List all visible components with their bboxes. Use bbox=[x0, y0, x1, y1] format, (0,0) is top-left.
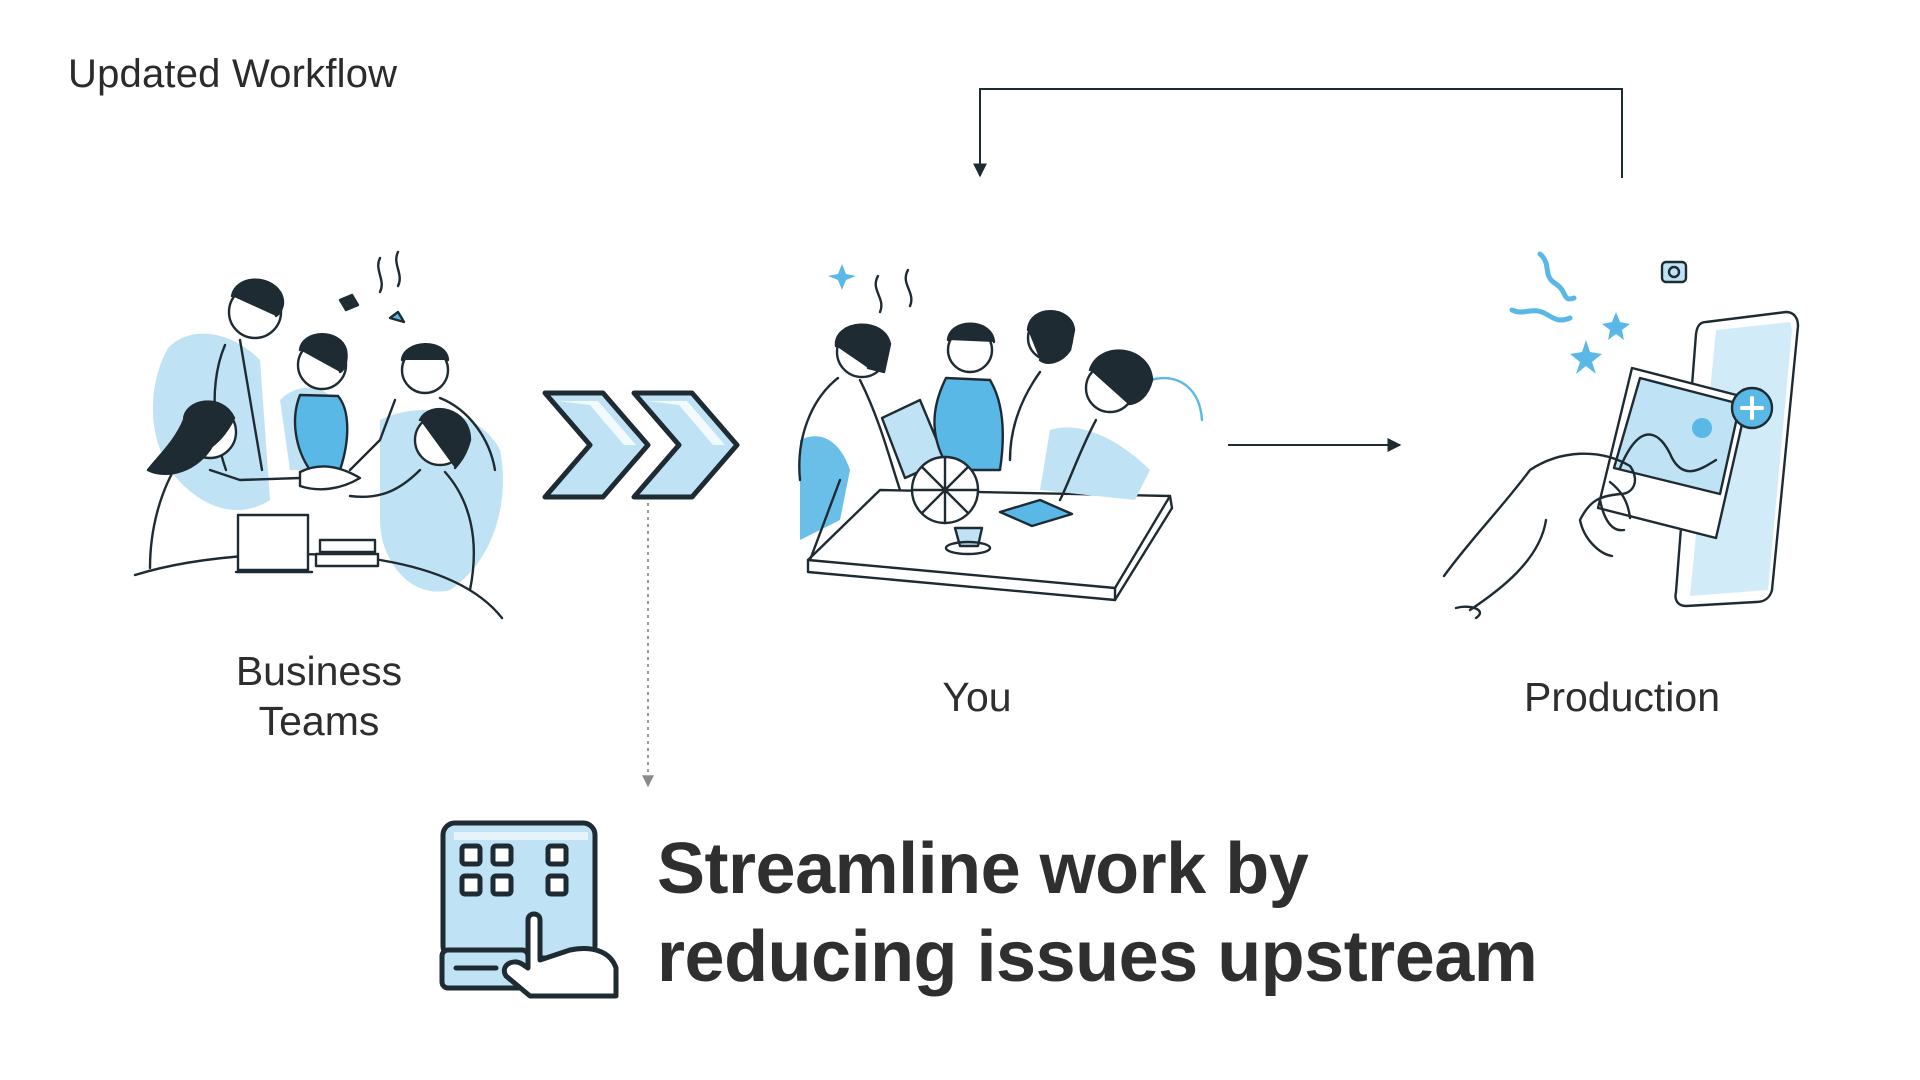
page-title: Updated Workflow bbox=[68, 52, 398, 96]
business-teams-label: Business Teams bbox=[139, 646, 499, 746]
production-label: Production bbox=[1523, 674, 1720, 720]
business-teams-label-line1: Business bbox=[235, 648, 403, 694]
business-teams-label-line2: Teams bbox=[258, 698, 380, 744]
callout-headline-line2: reducing issues upstream bbox=[657, 917, 1538, 997]
callout-headline-line1: Streamline work by bbox=[657, 829, 1309, 909]
callout-headline: Streamline work by reducing issues upstr… bbox=[657, 825, 1538, 1001]
feedback-loop-arrow bbox=[973, 88, 1623, 178]
you-label: You bbox=[942, 674, 1012, 720]
